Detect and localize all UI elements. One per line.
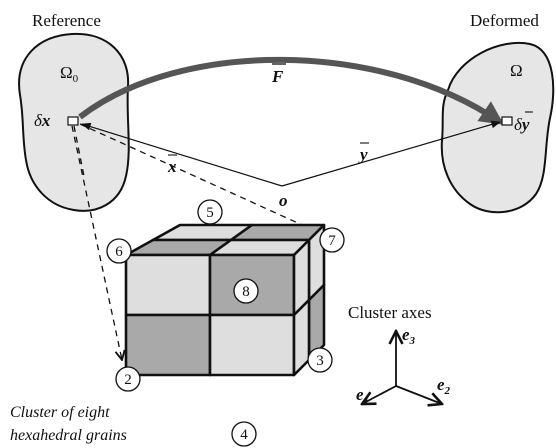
reference-label: Reference bbox=[32, 11, 101, 30]
svg-text:3: 3 bbox=[316, 353, 324, 369]
grain-number-7: 7 bbox=[319, 227, 345, 253]
grain-number-5: 5 bbox=[197, 199, 223, 225]
svg-text:7: 7 bbox=[328, 233, 336, 249]
e2-axis bbox=[395, 385, 442, 404]
deformed-element bbox=[501, 116, 513, 126]
dx-label: δx bbox=[34, 111, 51, 130]
svg-text:6: 6 bbox=[115, 244, 123, 260]
grain-front-bottom-right bbox=[208, 313, 296, 377]
cluster-axes-title: Cluster axes bbox=[348, 303, 432, 322]
grain-front-bottom-left bbox=[124, 313, 212, 377]
zoom-line-short bbox=[73, 125, 85, 177]
svg-text:4: 4 bbox=[240, 427, 248, 443]
grain-cluster-cube bbox=[124, 223, 326, 377]
e3-label: e3 bbox=[402, 325, 416, 347]
zoom-line-top bbox=[79, 123, 322, 234]
dy-label: δy bbox=[514, 115, 530, 134]
e2-label: e2 bbox=[437, 375, 451, 397]
y-bar-label: y bbox=[358, 145, 368, 164]
grain-front-top-left bbox=[124, 253, 212, 317]
svg-text:2: 2 bbox=[124, 372, 132, 388]
origin-label: o bbox=[279, 191, 288, 210]
grain-number-3: 3 bbox=[307, 347, 333, 373]
deformation-gradient-arrow bbox=[78, 56, 504, 125]
grain-number-4: 4 bbox=[231, 421, 257, 447]
e1-axis bbox=[362, 385, 397, 404]
x-vector bbox=[81, 122, 283, 187]
reference-element bbox=[67, 116, 79, 126]
deformed-body bbox=[440, 41, 555, 214]
grain-number-8: 8 bbox=[233, 278, 259, 304]
y-vector bbox=[281, 120, 501, 187]
grain-number-6: 6 bbox=[106, 238, 132, 264]
grain-right-bottom-front bbox=[292, 298, 311, 377]
caption-line-2: hexahedral grains bbox=[10, 427, 127, 444]
zoom-line-left bbox=[71, 125, 122, 360]
omega-label: Ω bbox=[510, 61, 523, 80]
e1-label: e1 bbox=[356, 385, 369, 407]
caption-line-1: Cluster of eight bbox=[10, 404, 110, 421]
cluster-axes-triad bbox=[362, 331, 442, 404]
omega0-label: Ω0 bbox=[60, 63, 79, 85]
grain-number-2: 2 bbox=[115, 366, 141, 392]
F-label: F bbox=[271, 67, 284, 86]
svg-text:8: 8 bbox=[242, 284, 250, 300]
deformed-label: Deformed bbox=[470, 11, 539, 30]
svg-text:5: 5 bbox=[206, 205, 214, 221]
